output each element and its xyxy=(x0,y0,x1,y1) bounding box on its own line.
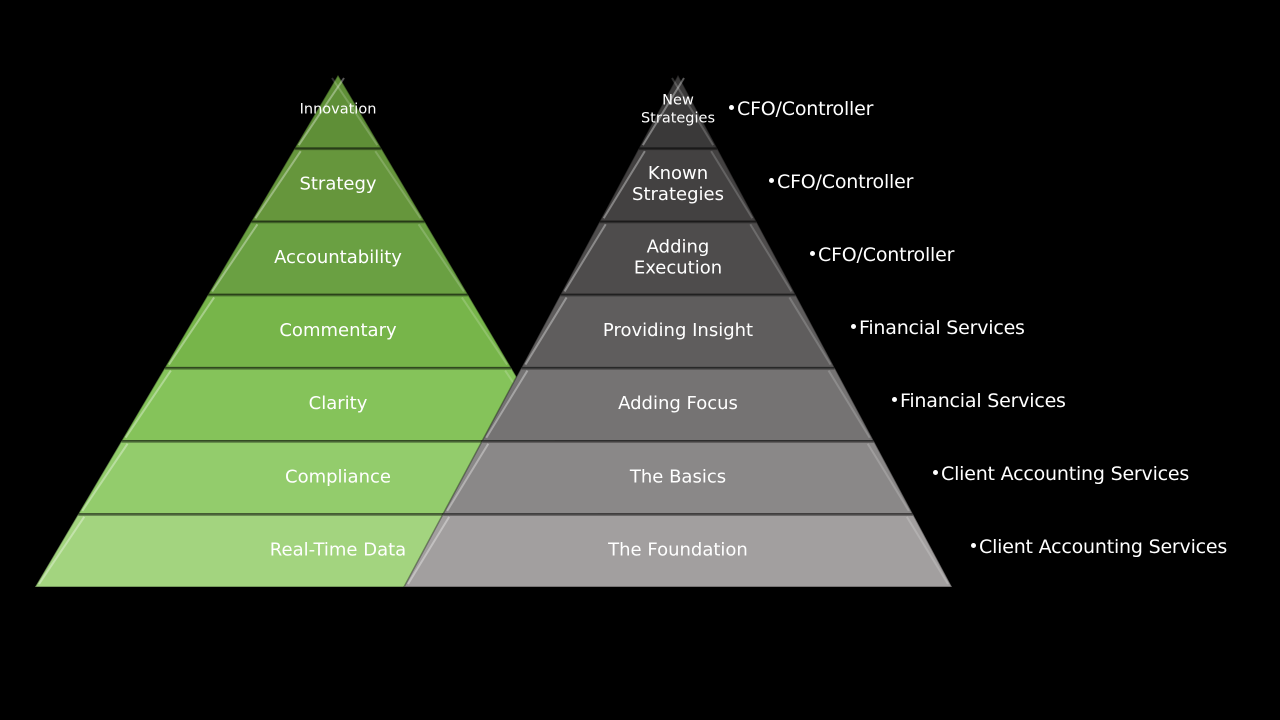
left-tier-label: Clarity xyxy=(309,393,368,414)
right-tier-4: Providing Insight xyxy=(520,293,836,369)
right-tier-highlight xyxy=(407,516,450,585)
right-tier-edge xyxy=(866,443,910,512)
right-tier-label: Adding Focus xyxy=(618,393,738,414)
role-label: CFO/Controller xyxy=(729,98,873,120)
right-tier-label: Execution xyxy=(634,257,722,278)
right-tier-6: The Basics xyxy=(441,439,915,515)
right-tier-edge xyxy=(710,150,754,219)
bullet-icon xyxy=(892,397,897,403)
bullet-icon xyxy=(933,470,938,476)
role-label-text: CFO/Controller xyxy=(777,170,914,193)
right-tier-edge xyxy=(788,296,832,366)
role-label: Client Accounting Services xyxy=(971,536,1227,558)
left-tier-3: Accountability xyxy=(206,220,470,296)
right-tier-label: Strategies xyxy=(632,184,724,205)
right-tier-label: Adding xyxy=(647,236,710,257)
role-label-text: CFO/Controller xyxy=(818,243,955,266)
left-tier-highlight xyxy=(297,77,345,146)
role-label-text: Client Accounting Services xyxy=(941,463,1190,486)
right-tier-label: The Foundation xyxy=(607,539,748,560)
bullet-icon xyxy=(810,250,815,256)
right-tier-edge xyxy=(827,370,871,439)
role-label-text: Financial Services xyxy=(859,317,1025,339)
right-tier-edge xyxy=(749,223,793,292)
role-label: Financial Services xyxy=(892,390,1066,412)
left-tier-label: Commentary xyxy=(279,320,397,341)
right-tier-highlight xyxy=(642,77,685,146)
left-tier-edge xyxy=(417,223,465,292)
left-tier-highlight xyxy=(168,296,215,366)
role-label-text: Client Accounting Services xyxy=(979,536,1228,559)
bullet-icon xyxy=(851,324,856,329)
right-tier-edge xyxy=(671,77,714,146)
left-tier-5: Clarity xyxy=(120,366,556,442)
role-label: CFO/Controller xyxy=(810,244,954,266)
right-tier-label: Known xyxy=(648,163,708,184)
role-label: Client Accounting Services xyxy=(933,463,1189,485)
left-tier-label: Real-Time Data xyxy=(270,539,406,560)
right-tier-edge xyxy=(906,516,949,585)
left-tier-label: Compliance xyxy=(285,466,391,487)
bullet-icon xyxy=(729,104,734,110)
left-tier-highlight xyxy=(38,516,86,585)
left-tier-highlight xyxy=(254,150,302,219)
right-tier-highlight xyxy=(563,223,607,292)
right-tier-label: Providing Insight xyxy=(603,320,753,341)
right-tier-highlight xyxy=(485,370,529,439)
left-tier-label: Strategy xyxy=(299,174,376,195)
left-tier-highlight xyxy=(124,370,172,439)
role-label-text: CFO/Controller xyxy=(737,97,874,120)
left-tier-1: Innovation xyxy=(293,73,383,149)
bullet-icon xyxy=(971,543,976,549)
right-tier-7: The Foundation xyxy=(402,513,954,588)
left-tier-edge xyxy=(374,150,422,219)
left-tier-2: Strategy xyxy=(250,147,426,223)
left-tier-label: Accountability xyxy=(274,247,402,268)
left-tier-label: Innovation xyxy=(300,102,377,118)
role-label-text: Financial Services xyxy=(900,390,1066,413)
left-tier-edge xyxy=(331,77,379,146)
right-tier-5: Adding Focus xyxy=(481,366,875,442)
right-tier-highlight xyxy=(602,150,646,219)
right-tier-highlight xyxy=(446,443,490,512)
left-tier-4: Commentary xyxy=(163,293,513,369)
right-pyramid: NewStrategiesKnownStrategiesAddingExecut… xyxy=(402,73,954,588)
right-tier-highlight xyxy=(524,296,568,366)
right-tier-label: Strategies xyxy=(641,111,715,127)
right-tier-label: The Basics xyxy=(629,466,726,487)
bullet-icon xyxy=(769,177,774,183)
left-tier-highlight xyxy=(211,223,259,292)
right-tier-shape xyxy=(402,513,954,588)
role-label: Financial Services xyxy=(851,317,1025,339)
right-tier-label: New xyxy=(662,93,694,109)
role-label: CFO/Controller xyxy=(769,171,913,193)
left-tier-highlight xyxy=(81,443,129,512)
left-tier-edge xyxy=(461,296,508,366)
